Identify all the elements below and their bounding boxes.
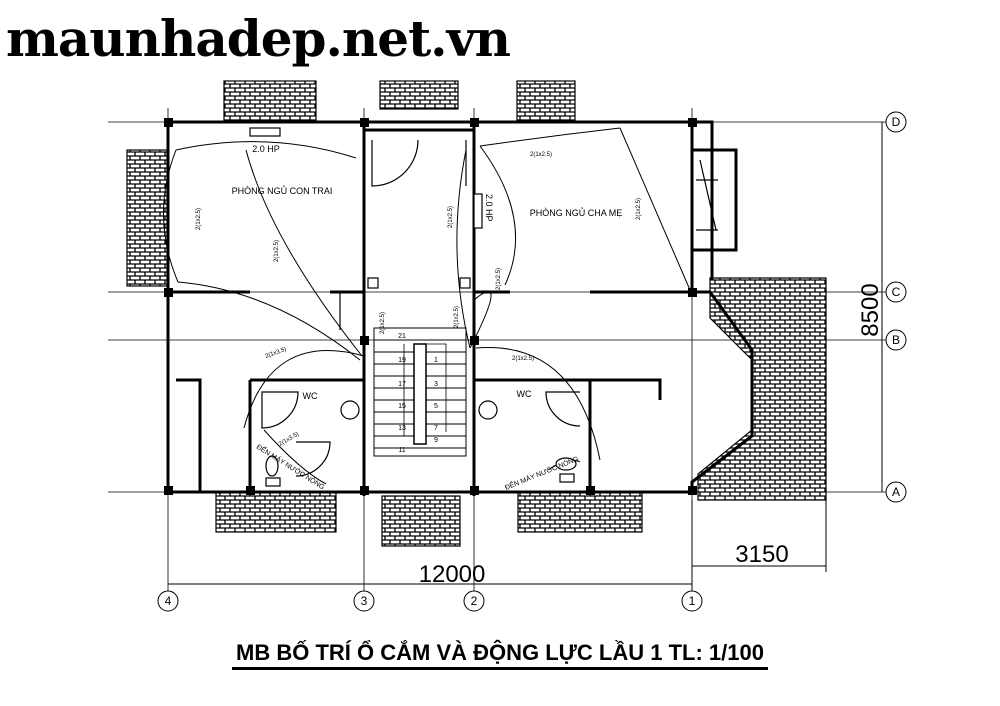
stair-step-11: 11 (398, 447, 405, 454)
room-bedroom-parents: PHÒNG NGỦ CHA MẸ (530, 207, 623, 218)
circuit-label: 2(1x2.5) (512, 356, 534, 362)
stair-step-19: 19 (398, 357, 406, 364)
stair-step-17: 17 (398, 381, 406, 388)
axis-label-4: 4 (165, 594, 172, 608)
axis-bubbles (157, 111, 907, 612)
circuit-label: 2(1x3.5) (278, 432, 300, 448)
column-markers (164, 118, 697, 495)
stair-step-1: 1 (434, 357, 438, 364)
dimension-lines (168, 122, 883, 590)
circuit-label: 2(1x2.5) (274, 240, 280, 262)
axis-label-d: D (892, 115, 901, 129)
stair-step-3: 3 (434, 381, 438, 388)
stair-step-21: 21 (398, 333, 406, 340)
circuit-label: 2(1x2.5) (530, 152, 552, 158)
circuit-label: 2(1x2.5) (496, 268, 502, 290)
axis-label-2: 2 (471, 594, 478, 608)
fixtures (249, 127, 577, 487)
stair-step-9: 9 (434, 437, 438, 444)
axis-label-1: 1 (689, 594, 696, 608)
staircase (373, 327, 467, 457)
circuit-label: 2(1x3.5) (265, 347, 288, 360)
circuit-label: 2(1x2.5) (636, 198, 642, 220)
walls (166, 120, 754, 496)
stair-numbers: 21 19 17 15 13 11 1 3 5 7 9 (398, 333, 438, 454)
site-watermark: maunhadep.net.vn (6, 9, 511, 68)
room-wc-right: WC (517, 389, 532, 399)
room-bedroom-son: PHÒNG NGỦ CON TRAI (232, 185, 333, 196)
axis-label-a: A (892, 485, 900, 499)
drawing-title: MB BỐ TRÍ Ổ CẮM VÀ ĐỘNG LỰC LẦU 1 TL: 1/… (0, 640, 1000, 670)
circuit-label: 2(1x2.5) (448, 206, 454, 228)
axis-label-c: C (892, 285, 901, 299)
circuit-label: 2(1x2.5) (196, 208, 202, 230)
dim-depth: 8500 (857, 283, 884, 336)
door-swings (261, 139, 718, 477)
ac-left-label: 2.0 HP (252, 144, 280, 154)
axis-label-b: B (892, 333, 900, 347)
circuit-label: 2(1x2.5) (380, 312, 386, 334)
stair-step-13: 13 (398, 425, 406, 432)
stair-step-5: 5 (434, 403, 438, 410)
circuit-wires (163, 127, 691, 485)
circuit-label: 2(1x2.5) (454, 306, 460, 328)
water-heater-right-label: ĐẾN MÁY NƯỚC NÓNG (503, 453, 580, 492)
stair-step-7: 7 (434, 425, 438, 432)
dim-total-width: 12000 (419, 561, 486, 588)
stair-step-15: 15 (398, 403, 406, 410)
roof-tiles (126, 80, 827, 547)
room-wc-left: WC (303, 391, 318, 401)
drawing-title-text: MB BỐ TRÍ Ổ CẮM VÀ ĐỘNG LỰC LẦU 1 TL: 1/… (232, 640, 768, 670)
dim-right-width: 3150 (735, 541, 788, 568)
ac-right-label: 2.0 HP (484, 194, 494, 222)
axis-label-3: 3 (361, 594, 368, 608)
